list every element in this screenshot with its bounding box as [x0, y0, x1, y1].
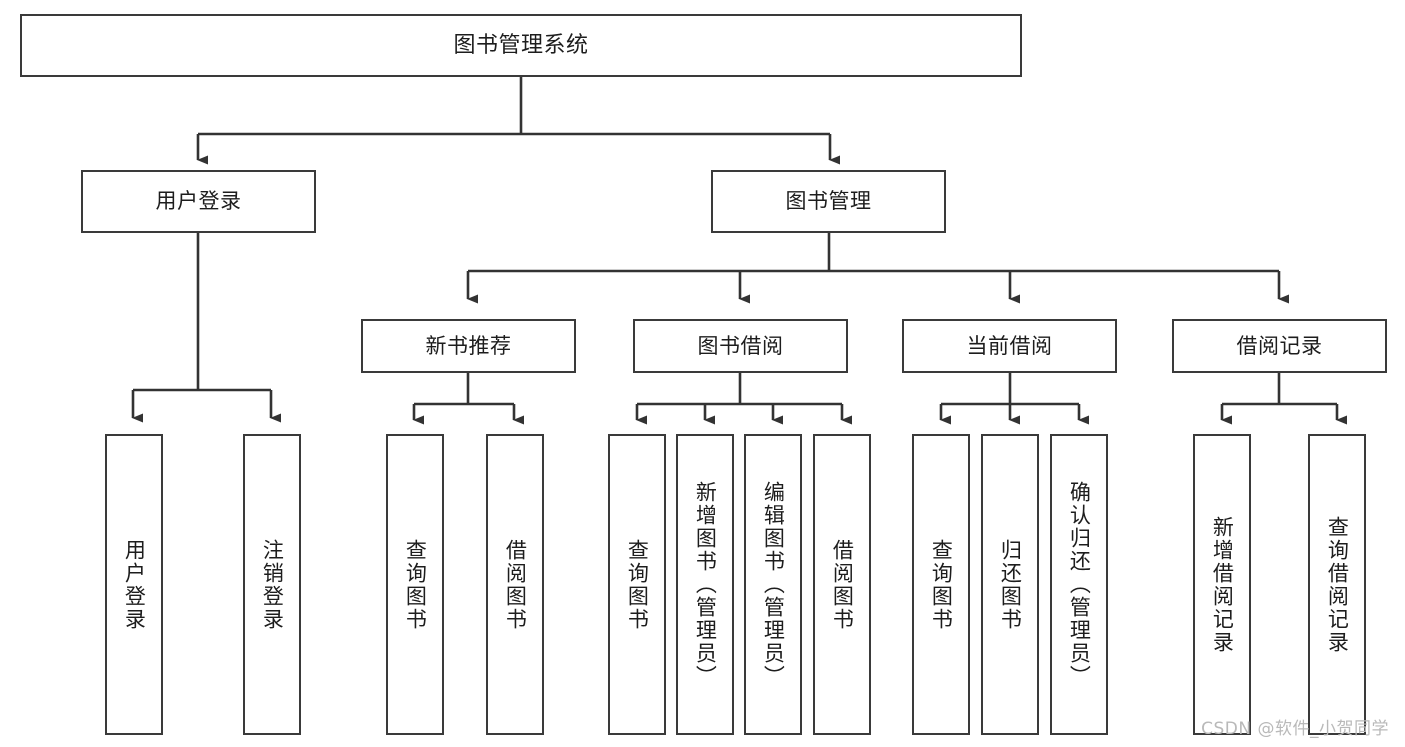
node-leaf-borrow-book-recommend[interactable]: 借阅图书 [486, 434, 544, 735]
node-label: 查询图书 [403, 538, 428, 631]
node-new-book-recommend[interactable]: 新书推荐 [361, 319, 576, 373]
node-label: 借阅图书 [830, 538, 855, 631]
node-label: 注销登录 [260, 538, 285, 631]
node-label: 查询图书 [929, 538, 954, 631]
node-book-management[interactable]: 图书管理 [711, 170, 946, 233]
node-leaf-logout[interactable]: 注销登录 [243, 434, 301, 735]
node-label: 新增图书（管理员） [693, 481, 718, 688]
node-leaf-query-borrow-record[interactable]: 查询借阅记录 [1308, 434, 1366, 735]
node-leaf-return-book[interactable]: 归还图书 [981, 434, 1039, 735]
node-label: 用户登录 [122, 538, 147, 631]
node-label: 借阅图书 [503, 538, 528, 631]
node-label: 确认归还（管理员） [1067, 481, 1092, 688]
node-label: 编辑图书（管理员） [761, 481, 786, 688]
node-leaf-query-book-borrow[interactable]: 查询图书 [608, 434, 666, 735]
node-label: 新增借阅记录 [1210, 515, 1235, 654]
node-root-system[interactable]: 图书管理系统 [20, 14, 1022, 77]
node-label: 查询图书 [625, 538, 650, 631]
node-current-borrow[interactable]: 当前借阅 [902, 319, 1117, 373]
node-label: 用户登录 [155, 189, 242, 214]
node-leaf-add-book-admin[interactable]: 新增图书（管理员） [676, 434, 734, 735]
edges-root-to-level2 [196, 77, 840, 165]
edges-records-to-leaves [1220, 373, 1347, 425]
edges-newbook-to-leaves [412, 373, 524, 425]
node-book-borrow[interactable]: 图书借阅 [633, 319, 848, 373]
node-label: 归还图书 [998, 538, 1023, 631]
node-leaf-query-book-current[interactable]: 查询图书 [912, 434, 970, 735]
node-leaf-query-book-recommend[interactable]: 查询图书 [386, 434, 444, 735]
node-leaf-edit-book-admin[interactable]: 编辑图书（管理员） [744, 434, 802, 735]
node-label: 当前借阅 [966, 333, 1053, 358]
edges-current-to-leaves [939, 373, 1089, 425]
node-label: 图书借阅 [697, 333, 784, 358]
node-label: 查询借阅记录 [1325, 515, 1350, 654]
node-user-login[interactable]: 用户登录 [81, 170, 316, 233]
node-leaf-borrow-book[interactable]: 借阅图书 [813, 434, 871, 735]
edges-userlogin-to-leaves [131, 233, 281, 423]
node-label: 新书推荐 [425, 333, 512, 358]
node-label: 图书管理系统 [453, 32, 589, 58]
edges-bookmgmt-to-level3 [466, 233, 1289, 304]
edges-borrow-to-leaves [635, 373, 852, 425]
csdn-watermark: CSDN @软件_小贺同学 [1201, 719, 1389, 739]
node-label: 图书管理 [785, 189, 872, 214]
node-label: 借阅记录 [1236, 333, 1323, 358]
node-leaf-confirm-return-admin[interactable]: 确认归还（管理员） [1050, 434, 1108, 735]
node-leaf-add-borrow-record[interactable]: 新增借阅记录 [1193, 434, 1251, 735]
node-borrow-records[interactable]: 借阅记录 [1172, 319, 1387, 373]
node-leaf-user-login[interactable]: 用户登录 [105, 434, 163, 735]
